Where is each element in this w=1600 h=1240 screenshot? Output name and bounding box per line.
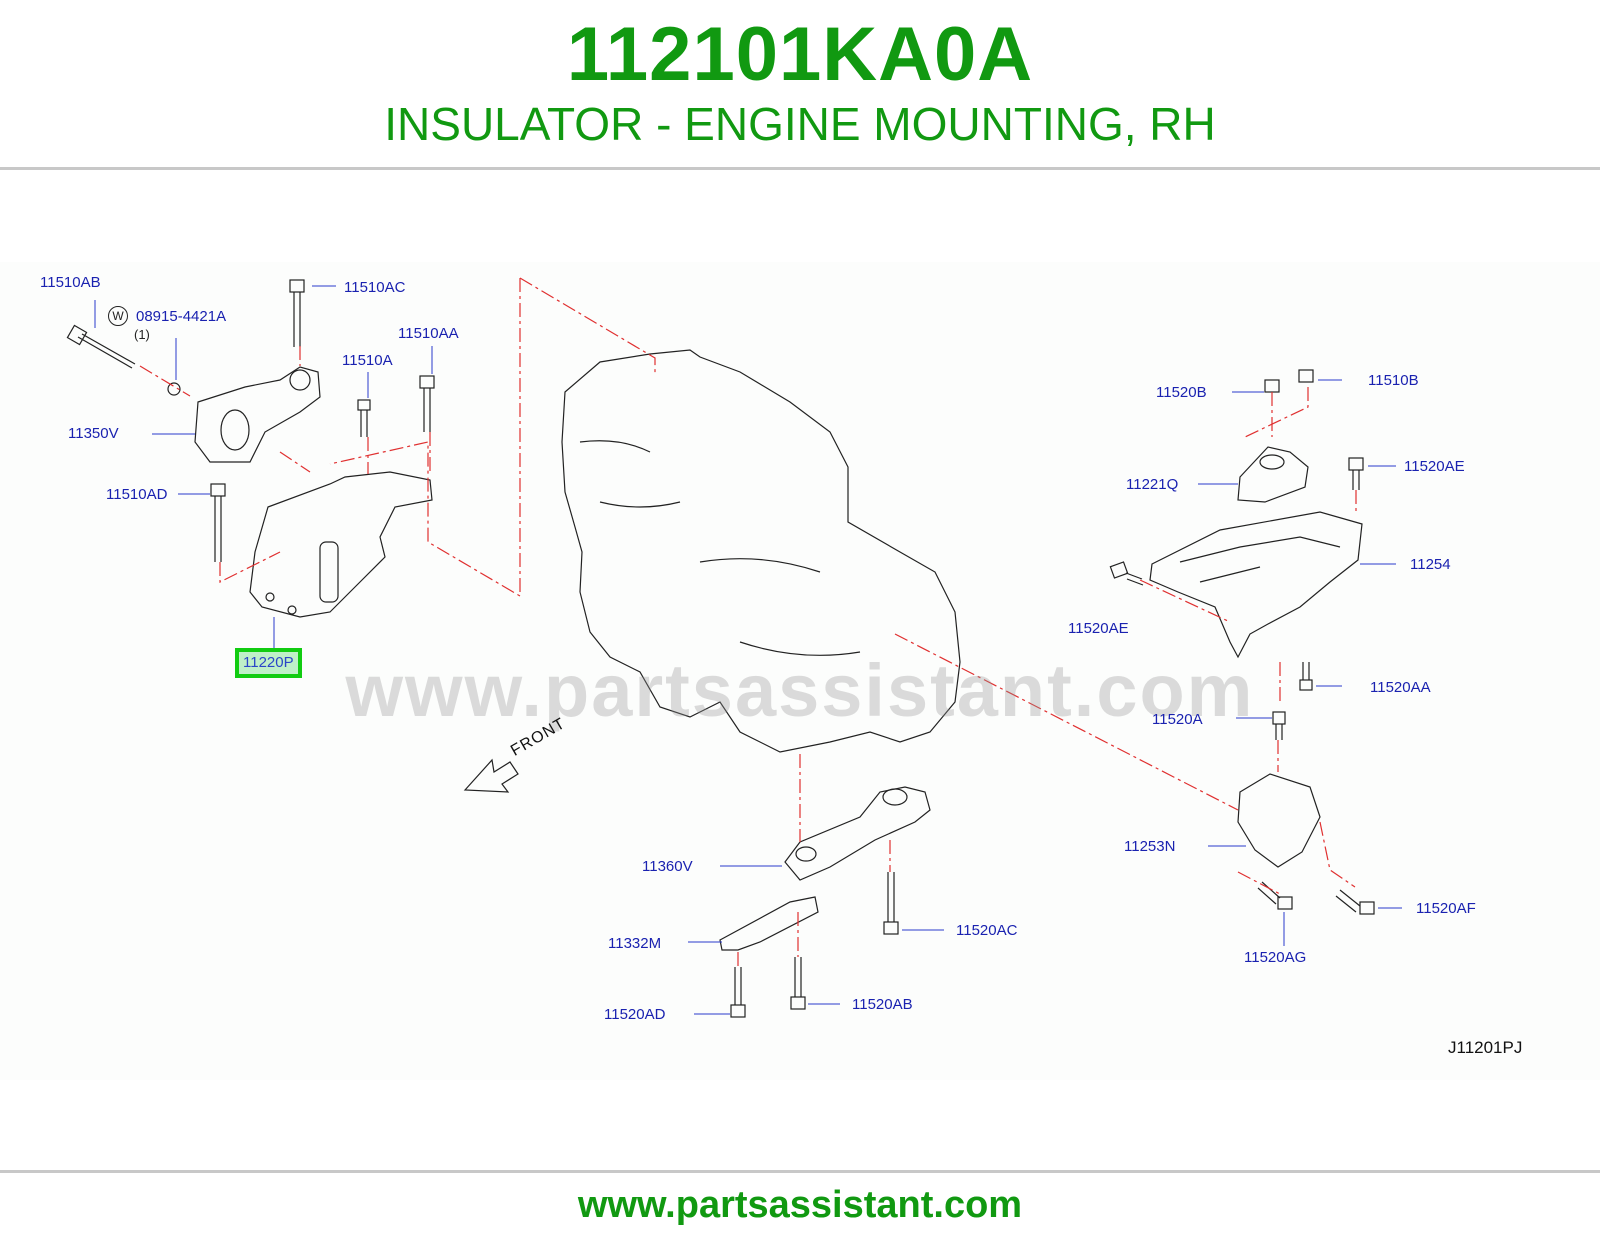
callout-11360V[interactable]: 11360V: [642, 858, 693, 875]
callout-11221Q[interactable]: 11221Q: [1126, 476, 1179, 493]
callout-11220P-selected[interactable]: 11220P: [235, 648, 302, 678]
callout-11253N[interactable]: 11253N: [1124, 838, 1176, 855]
exploded-view-drawing: [66, 277, 1402, 1018]
page-header: 112101KA0A INSULATOR - ENGINE MOUNTING, …: [0, 0, 1600, 168]
callout-11520AD[interactable]: 11520AD: [604, 1006, 666, 1023]
callout-11520AF[interactable]: 11520AF: [1416, 900, 1476, 917]
parts-diagram: www.partsassistant.com W 11510AB 08915-4…: [0, 262, 1600, 1080]
bracket-11254: [1149, 511, 1363, 659]
callout-11510AD[interactable]: 11510AD: [106, 486, 168, 503]
bracket-11332M: [719, 896, 819, 951]
bolt-11510AC: [293, 292, 301, 347]
engine-mount-bracket: [249, 471, 433, 618]
callout-11520AB[interactable]: 11520AB: [852, 996, 913, 1013]
callout-11520AC[interactable]: 11520AC: [956, 922, 1018, 939]
callout-11520B[interactable]: 11520B: [1156, 384, 1207, 401]
bracket-11253N: [1237, 773, 1321, 868]
part-name-subtitle: INSULATOR - ENGINE MOUNTING, RH: [384, 98, 1216, 150]
callout-11520AG[interactable]: 11520AG: [1244, 949, 1307, 966]
callout-11510AB[interactable]: 11510AB: [40, 274, 101, 291]
callout-08915-quantity: (1): [134, 327, 150, 342]
callout-11350V[interactable]: 11350V: [68, 425, 119, 442]
watermark-text: www.partsassistant.com: [345, 649, 1255, 732]
diagram-code: J11201PJ: [1448, 1038, 1523, 1057]
footer-website-link[interactable]: www.partsassistant.com: [577, 1184, 1023, 1226]
callout-11510AA[interactable]: 11510AA: [398, 325, 459, 342]
callout-11332M[interactable]: 11332M: [608, 935, 662, 952]
callout-11520AE-top[interactable]: 11520AE: [1404, 458, 1465, 475]
header-divider: [0, 167, 1600, 170]
callout-11520AA[interactable]: 11520AA: [1370, 679, 1431, 696]
washer-symbol: W: [108, 306, 128, 326]
callout-11254[interactable]: 11254: [1410, 556, 1451, 573]
callout-11520A[interactable]: 11520A: [1152, 711, 1203, 728]
callout-08915-4421A[interactable]: 08915-4421A: [136, 308, 227, 325]
torque-rod-upper: [194, 366, 321, 463]
front-arrow: [463, 758, 519, 793]
part-number-title: 112101KA0A: [566, 12, 1034, 97]
callout-11510B[interactable]: 11510B: [1368, 372, 1419, 389]
bolt-11510AB: [77, 333, 136, 369]
footer-divider: [0, 1170, 1600, 1173]
engine-block-outline: [561, 349, 961, 753]
insulator-11221Q: [1237, 446, 1309, 503]
callout-11520AE-left[interactable]: 11520AE: [1068, 620, 1129, 637]
torque-rod-lower: [784, 786, 931, 881]
callout-11510AC[interactable]: 11510AC: [344, 279, 406, 296]
callout-11510A[interactable]: 11510A: [342, 352, 393, 369]
